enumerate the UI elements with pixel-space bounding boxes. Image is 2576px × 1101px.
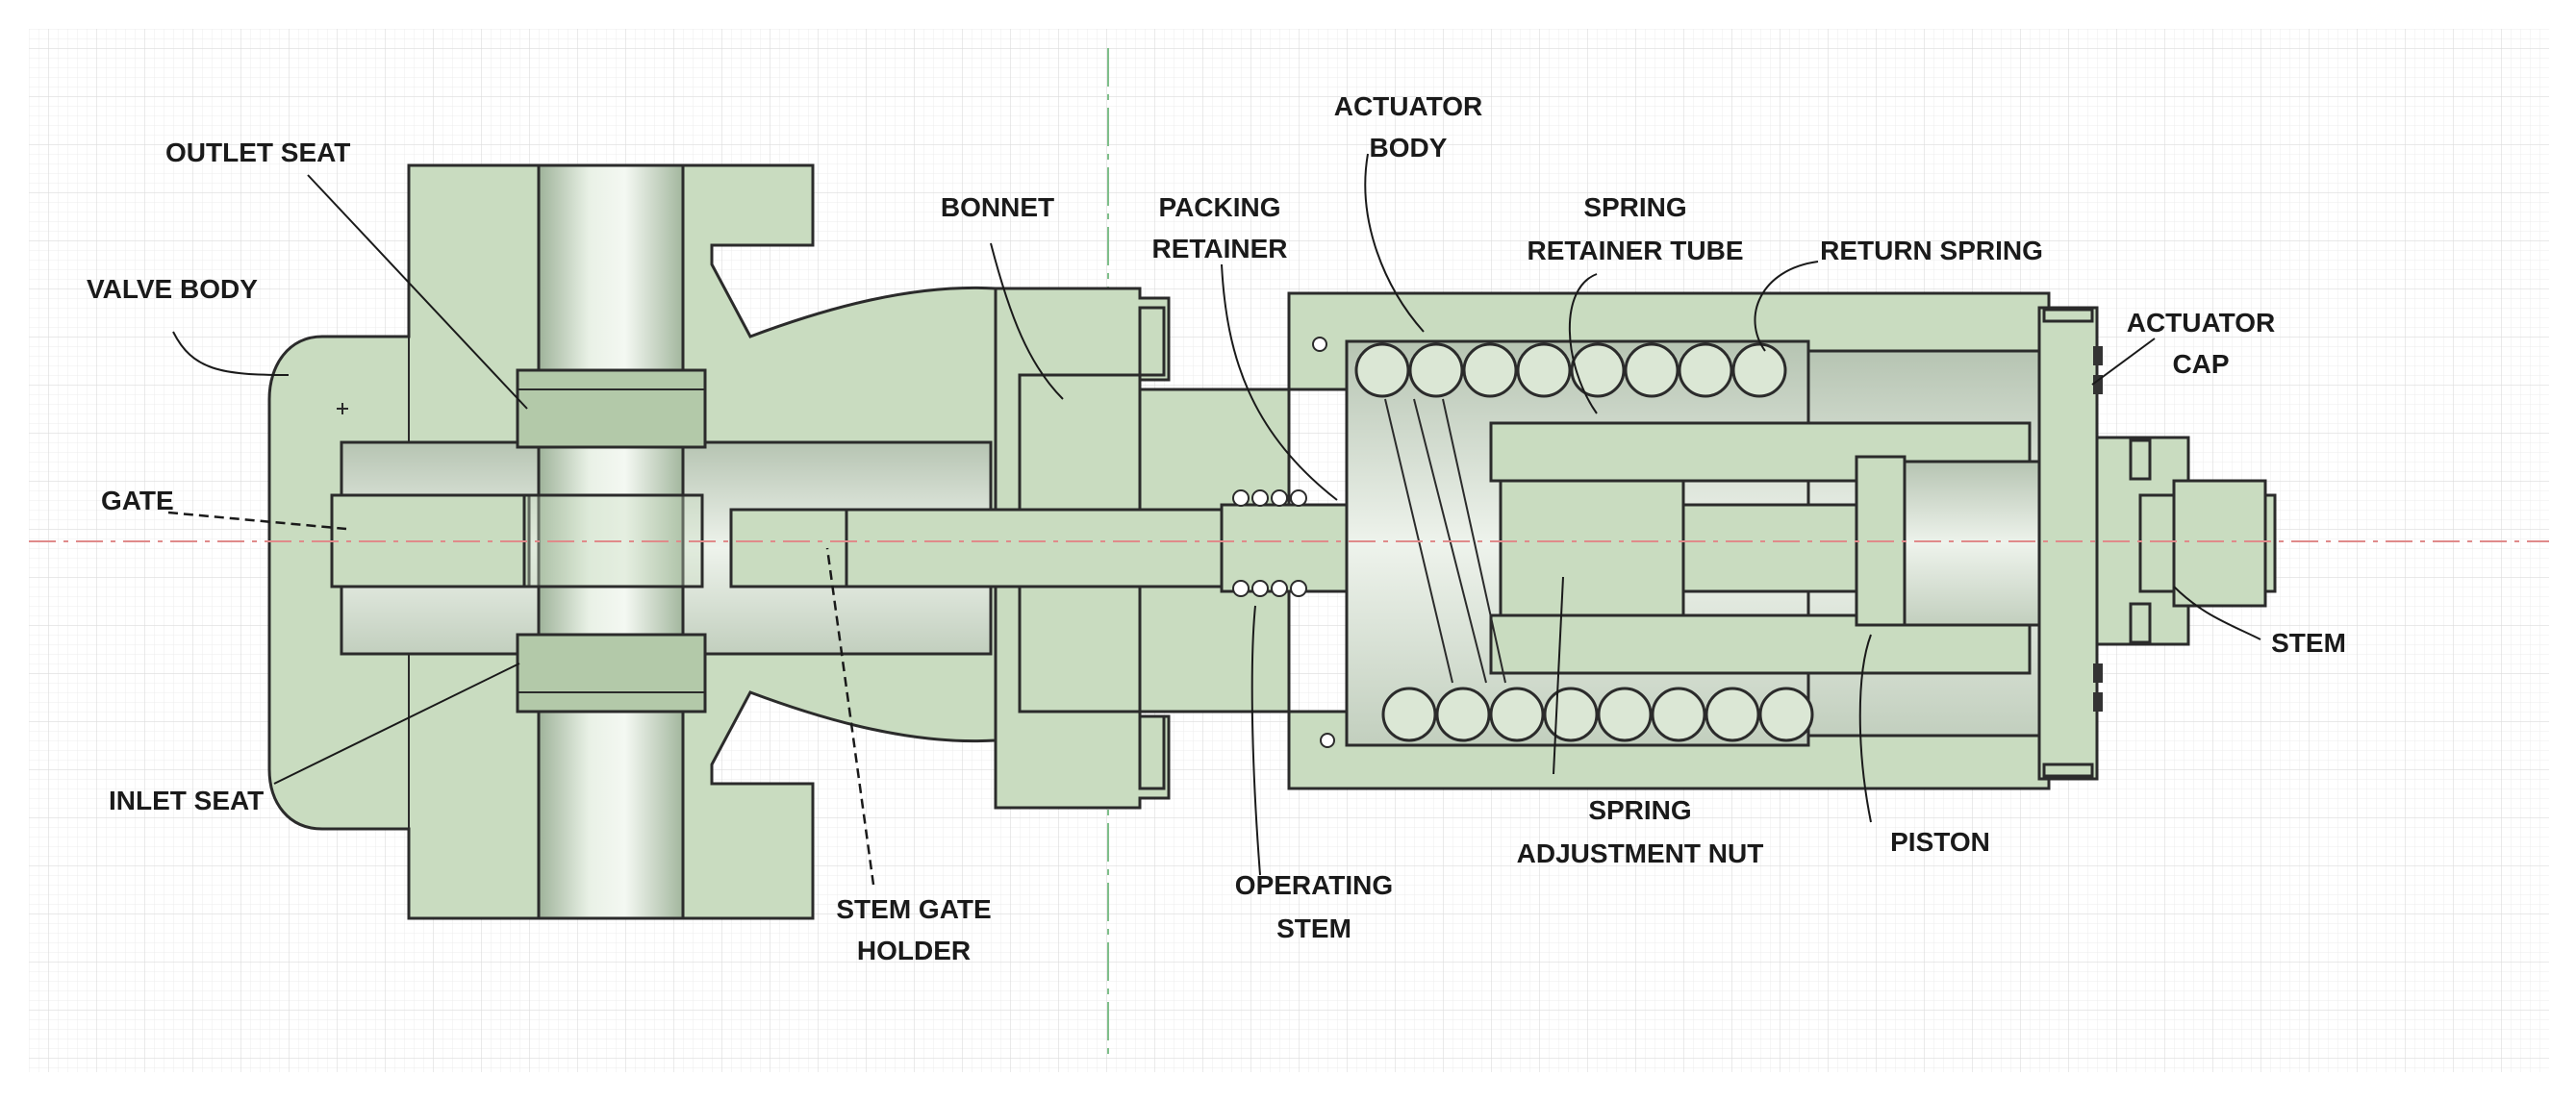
label-spring-retainer-tube-2: RETAINER TUBE xyxy=(1527,236,1743,265)
label-actuator-cap-2: CAP xyxy=(2172,349,2229,379)
label-packing-retainer-1: PACKING xyxy=(1158,192,1280,222)
label-actuator-body-2: BODY xyxy=(1370,133,1448,163)
label-spring-adjustment-nut-2: ADJUSTMENT NUT xyxy=(1517,838,1764,868)
leader-lines xyxy=(167,153,2261,886)
spring-adjustment-nut xyxy=(1499,479,1685,617)
label-operating-stem-2: STEM xyxy=(1276,913,1351,943)
actuator-cap xyxy=(2037,306,2277,781)
label-piston: PISTON xyxy=(1890,827,1990,857)
label-bonnet: BONNET xyxy=(941,192,1054,222)
labels: OUTLET SEAT VALVE BODY GATE INLET SEAT S… xyxy=(87,91,2346,965)
label-outlet-seat: OUTLET SEAT xyxy=(165,138,350,167)
label-actuator-cap-1: ACTUATOR xyxy=(2127,308,2276,338)
packing xyxy=(1232,489,1307,597)
label-inlet-seat: INLET SEAT xyxy=(109,786,264,815)
inlet-seat xyxy=(516,633,707,713)
label-spring-retainer-tube-1: SPRING xyxy=(1583,192,1686,222)
label-gate: GATE xyxy=(101,486,174,515)
label-actuator-body-1: ACTUATOR xyxy=(1334,91,1483,121)
label-valve-body: VALVE BODY xyxy=(87,274,258,304)
label-stem-gate-holder-1: STEM GATE xyxy=(836,894,991,924)
label-operating-stem-1: OPERATING xyxy=(1235,870,1393,900)
stem-gate-holder xyxy=(729,508,868,588)
label-stem-gate-holder-2: HOLDER xyxy=(857,936,971,965)
label-return-spring: RETURN SPRING xyxy=(1820,236,2043,265)
return-spring xyxy=(1354,342,1814,742)
label-packing-retainer-2: RETAINER xyxy=(1151,234,1287,263)
outlet-seat xyxy=(516,368,707,449)
label-spring-adjustment-nut-1: SPRING xyxy=(1588,795,1691,825)
label-stem: STEM xyxy=(2271,628,2346,658)
